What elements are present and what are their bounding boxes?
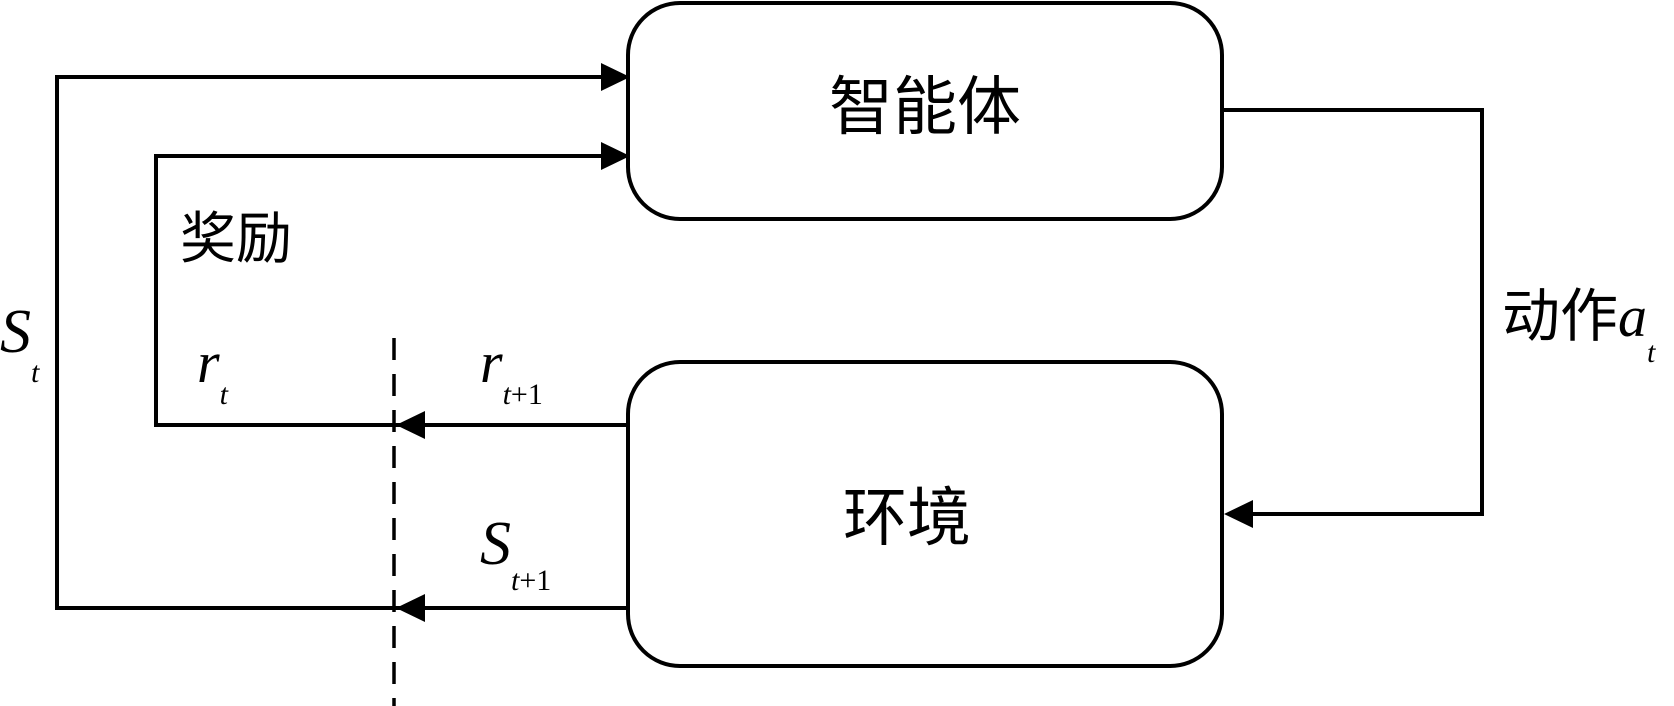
agent-label: 智能体 [829, 71, 1021, 145]
state-next-subscript: t [511, 564, 520, 597]
reward-next-arrowhead [396, 411, 425, 439]
action-label: 动作at [1502, 282, 1656, 369]
state-loop-line [55, 75, 628, 610]
state-current-subscript: t [31, 356, 40, 389]
action-line [1222, 108, 1484, 516]
state-next-subscript-suffix: +1 [519, 564, 551, 597]
reward-current-label: rt [197, 330, 229, 411]
state-current-label: St [0, 298, 40, 389]
reward-next-subscript: t [503, 378, 512, 411]
action-subscript: t [1647, 336, 1656, 369]
environment-box [626, 360, 1224, 668]
reward-input-arrowhead [601, 142, 630, 170]
reward-current-subscript: t [220, 378, 229, 411]
state-next-arrowhead [396, 594, 425, 622]
action-symbol: a [1618, 284, 1647, 349]
reward-next-symbol: r [480, 330, 503, 395]
action-arrowhead [1224, 500, 1253, 528]
state-next-label: St+1 [480, 510, 551, 597]
reward-next-label: rt+1 [480, 330, 543, 411]
reward-next-subscript-suffix: +1 [511, 378, 543, 411]
environment-label: 环境 [843, 482, 971, 556]
reward-current-symbol: r [197, 330, 220, 395]
state-current-symbol: S [0, 298, 31, 366]
action-label-text: 动作 [1502, 282, 1618, 350]
reward-label: 奖励 [180, 207, 292, 272]
state-next-symbol: S [480, 510, 511, 578]
reward-loop-line [154, 154, 628, 427]
state-input-arrowhead [601, 63, 630, 91]
